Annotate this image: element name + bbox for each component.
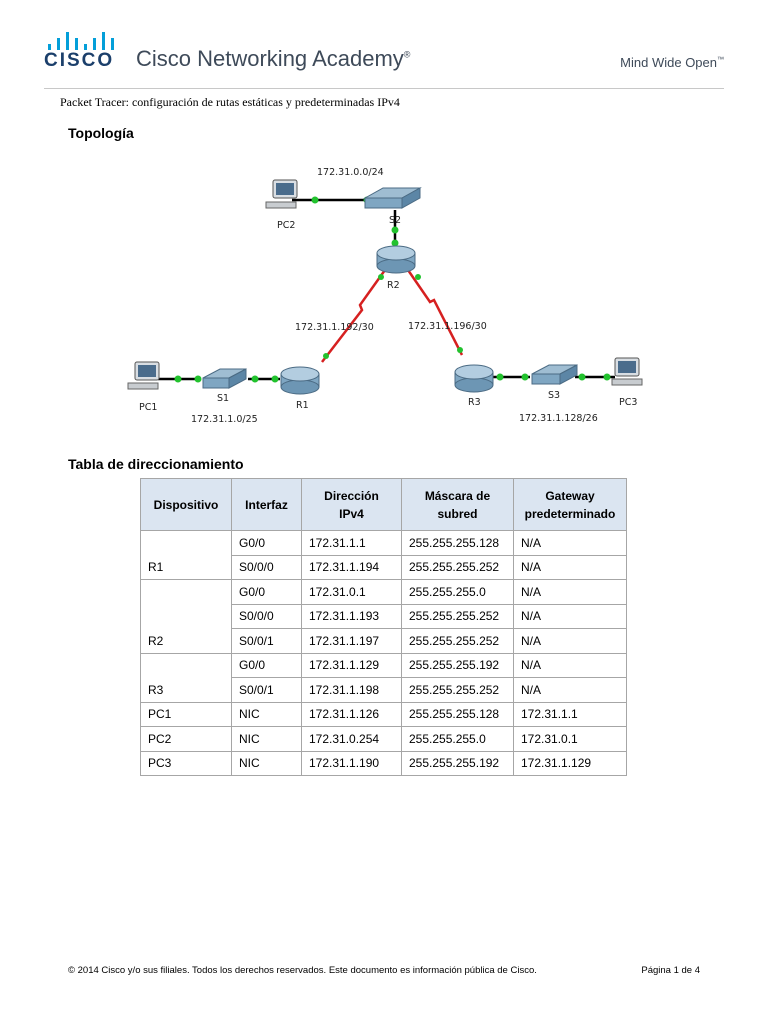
topology-diagram: 172.31.0.0/24 PC2 S2 R2 172.31.1.192/30 … (100, 150, 700, 440)
label-pc2: PC2 (277, 220, 295, 231)
r1-router-icon (280, 366, 320, 395)
table-row: PC1 NIC 172.31.1.126 255.255.255.128 172… (140, 701, 627, 727)
copyright-text: © 2014 Cisco y/o sus filiales. Todos los… (68, 965, 537, 976)
page-number: Página 1 de 4 (641, 965, 700, 976)
header-divider (44, 88, 724, 89)
table-row: R1 S0/0/0 172.31.1.194 255.255.255.252 N… (140, 554, 627, 580)
r2-router-icon (376, 245, 416, 274)
s1-switch-icon (202, 368, 247, 389)
label-r3: R3 (468, 397, 481, 408)
s3-switch-icon (531, 364, 578, 385)
table-row: G0/0 172.31.1.129 255.255.255.192 N/A (140, 652, 627, 678)
pc2-icon (265, 179, 298, 209)
col-device: Dispositivo (140, 478, 232, 531)
label-s2: S2 (389, 215, 401, 226)
label-r1: R1 (296, 400, 309, 411)
s2-switch-icon (363, 187, 422, 209)
cisco-logo: CISCO (44, 28, 120, 72)
label-net-right: 172.31.1.128/26 (519, 413, 598, 424)
page-header: CISCO Cisco Networking Academy® Mind Wid… (0, 0, 768, 92)
col-interface: Interfaz (231, 478, 302, 531)
table-row: R2 S0/0/1 172.31.1.197 255.255.255.252 N… (140, 628, 627, 654)
serial-r1-r2 (321, 269, 387, 363)
label-net-top: 172.31.0.0/24 (317, 167, 384, 178)
label-net-left: 172.31.1.0/25 (191, 414, 258, 425)
topology-heading: Topología (68, 125, 134, 141)
label-s3: S3 (548, 390, 560, 401)
academy-title: Cisco Networking Academy® (136, 46, 411, 71)
tagline: Mind Wide Open™ (620, 55, 724, 70)
table-row: PC3 NIC 172.31.1.190 255.255.255.192 172… (140, 750, 627, 776)
label-link-r2-r3: 172.31.1.196/30 (408, 321, 487, 332)
serial-r2-r3 (406, 269, 464, 356)
table-row: S0/0/0 172.31.1.193 255.255.255.252 N/A (140, 603, 627, 629)
pc3-icon (611, 357, 643, 386)
table-row: PC2 NIC 172.31.0.254 255.255.255.0 172.3… (140, 726, 627, 752)
cisco-wordmark: CISCO (44, 50, 115, 71)
table-row: G0/0 172.31.1.1 255.255.255.128 N/A (140, 530, 627, 556)
pc1-icon (127, 361, 160, 390)
table-heading: Tabla de direccionamiento (68, 456, 244, 472)
table-row: R3 S0/0/1 172.31.1.198 255.255.255.252 N… (140, 677, 627, 703)
label-pc1: PC1 (139, 402, 157, 413)
label-r2: R2 (387, 280, 400, 291)
r3-router-icon (454, 364, 494, 393)
page-footer: © 2014 Cisco y/o sus filiales. Todos los… (68, 965, 700, 976)
cisco-bars-icon (48, 28, 118, 50)
document-title: Packet Tracer: configuración de rutas es… (60, 95, 400, 109)
table-row: G0/0 172.31.0.1 255.255.255.0 N/A (140, 579, 627, 605)
label-s1: S1 (217, 393, 229, 404)
label-link-r1-r2: 172.31.1.192/30 (295, 322, 374, 333)
label-pc3: PC3 (619, 397, 637, 408)
